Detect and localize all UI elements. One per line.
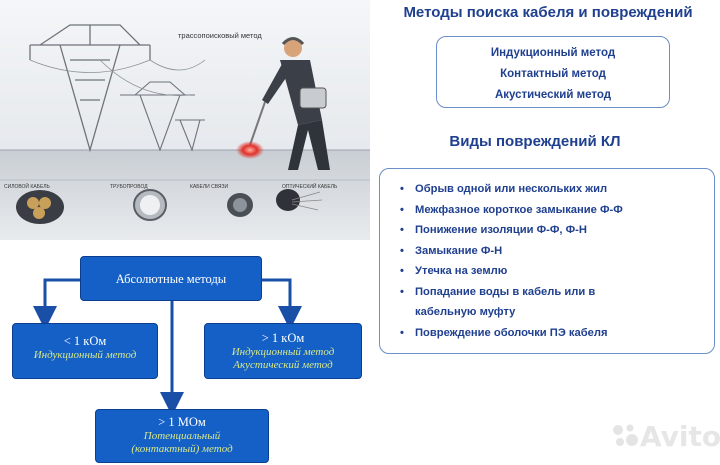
megaohm-title: > 1 МОм	[158, 415, 206, 429]
arrow-to-high	[262, 278, 302, 330]
avito-watermark-text: Avito	[640, 420, 720, 453]
transmission-tower-icon	[29, 24, 151, 153]
high-resistance-box: > 1 кОм Индукционный метод Акустический …	[204, 323, 362, 379]
cable-tracing-illustration: трассопоисковый метод СИЛОВОЙ КАБЕЛЬ ТРУ…	[0, 0, 370, 240]
avito-logo-icon	[613, 424, 638, 446]
bullet-icon: •	[400, 224, 404, 236]
signal-glow-icon	[236, 141, 264, 159]
absolute-methods-box: Абсолютные методы	[80, 256, 262, 301]
cable-label: ТРУБОПРОВОД	[110, 184, 148, 190]
cable-label: СИЛОВОЙ КАБЕЛЬ	[4, 182, 51, 190]
damage-item: •Замыкание Ф-Н	[400, 241, 706, 262]
damage-title: Виды повреждений КЛ	[449, 133, 621, 150]
damage-item: •Утечка на землю	[400, 261, 706, 282]
cable-label: КАБЕЛИ СВЯЗИ	[190, 184, 229, 190]
megaohm-method: Потенциальный	[143, 430, 221, 442]
low-resistance-method: Индукционный метод	[33, 349, 137, 361]
megaohm-box: > 1 МОм Потенциальный (контактный) метод	[95, 409, 269, 463]
bullet-icon: •	[400, 265, 404, 277]
high-resistance-method: Акустический метод	[233, 359, 333, 371]
arrow-to-low	[33, 278, 80, 330]
bullet-icon: •	[400, 285, 404, 298]
damage-item: •Попадание воды в кабель или в	[400, 282, 706, 303]
damage-box: •Обрыв одной или нескольких жил •Межфазн…	[379, 168, 715, 354]
damage-item: •Повреждение оболочки ПЭ кабеля	[400, 323, 706, 344]
method-item: Акустический метод	[494, 89, 612, 101]
illustration-caption: трассопоисковый метод	[178, 31, 262, 40]
bullet-icon: •	[400, 203, 404, 216]
low-resistance-title: < 1 кОм	[63, 334, 107, 348]
method-item: Индукционный метод	[490, 47, 616, 59]
damage-item-continuation: кабельную муфту	[415, 306, 516, 318]
method-item: Контактный метод	[500, 68, 606, 80]
flow-arrows	[33, 278, 302, 416]
damage-item: •Обрыв одной или нескольких жил	[400, 179, 706, 200]
bullet-icon: •	[400, 244, 404, 257]
high-resistance-title: > 1 кОм	[261, 331, 305, 345]
high-resistance-method: Индукционный метод	[231, 346, 335, 358]
cable-cross-sections	[16, 189, 323, 224]
worker-icon	[262, 37, 330, 170]
bullet-icon: •	[400, 326, 404, 339]
cable-label: ОПТИЧЕСКИЙ КАБЕЛЬ	[282, 182, 338, 190]
detector-rod	[249, 101, 266, 146]
low-resistance-box: < 1 кОм Индукционный метод	[12, 323, 158, 379]
absolute-methods-label: Абсолютные методы	[115, 272, 227, 286]
damage-item: •Межфазное короткое замыкание Ф-Ф	[400, 200, 706, 221]
methods-title: Методы поиска кабеля и повреждений	[403, 4, 693, 21]
megaohm-method: (контактный) метод	[131, 443, 233, 455]
bullet-icon: •	[400, 183, 404, 195]
methods-box: Индукционный метод Контактный метод Акус…	[436, 36, 670, 108]
damage-item: •Понижение изоляции Ф-Ф, Ф-Н	[400, 220, 706, 241]
